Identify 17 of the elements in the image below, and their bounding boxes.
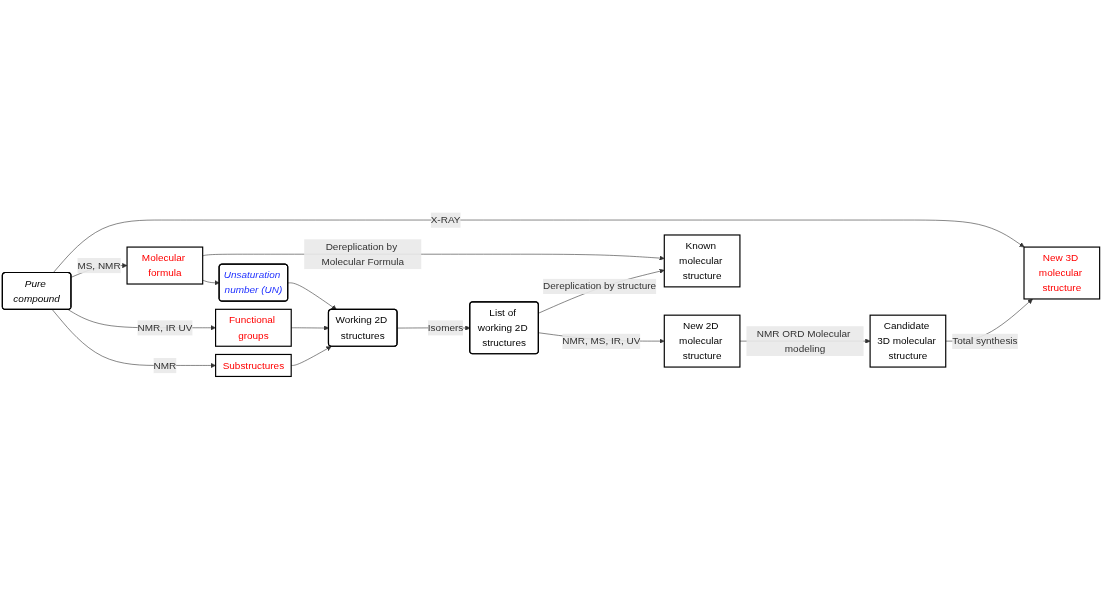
edge-label: NMR, IR UV [137,322,193,334]
edge-label: Total synthesis [952,335,1018,347]
node-box: Known molecular structure [663,234,741,288]
edge-label: Isomers [427,322,464,334]
node-box: New 3D molecular structure [1023,246,1101,300]
edge-label: NMR [153,359,177,371]
edge-label: X-RAY [430,214,461,226]
node-box: Substructures [215,353,292,378]
edge-label: MS, NMR [77,259,121,271]
edge-label: Dereplication by structure [543,280,657,292]
edge-label: Dereplication by Molecular Formula [321,241,405,268]
node-box: Functional groups [215,308,292,347]
node-box: Candidate 3D molecular structure [869,314,947,368]
node-box: New 2D molecular structure [663,314,741,368]
edge-label: NMR, MS, IR, UV [562,335,641,347]
node-box: Molecular formula [126,246,204,285]
edge-label: NMR ORD Molecular modeling [756,327,851,355]
